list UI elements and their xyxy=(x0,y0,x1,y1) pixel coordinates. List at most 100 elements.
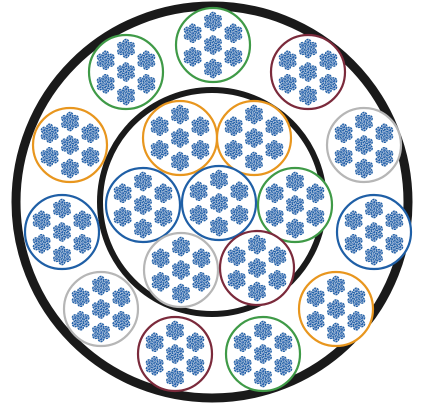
bundle-outer-right-upper xyxy=(327,108,401,182)
bundle-inner-top-right xyxy=(217,101,291,175)
strand xyxy=(286,181,293,188)
strand xyxy=(134,181,141,188)
strand xyxy=(327,285,334,292)
strand xyxy=(285,359,292,366)
strand xyxy=(197,359,204,366)
strand xyxy=(201,208,208,215)
strand xyxy=(245,336,252,343)
strand xyxy=(376,202,383,209)
strand xyxy=(365,232,372,239)
strand xyxy=(72,115,79,122)
strand xyxy=(269,280,276,287)
strand xyxy=(245,359,252,366)
strand xyxy=(286,228,293,235)
strand xyxy=(225,57,232,64)
strand xyxy=(276,143,283,150)
strand xyxy=(103,302,110,309)
strand xyxy=(307,321,314,328)
bundle-inner-mid-left xyxy=(106,168,180,242)
strand xyxy=(202,120,209,127)
strand xyxy=(203,252,210,259)
strand xyxy=(92,309,99,316)
strand xyxy=(376,249,383,256)
strand xyxy=(355,168,362,175)
strand xyxy=(235,50,242,57)
strand xyxy=(82,133,89,140)
strand xyxy=(195,50,202,57)
strand xyxy=(162,143,169,150)
bundle-inner-center xyxy=(182,166,256,240)
strand xyxy=(83,314,90,321)
strand xyxy=(190,191,197,198)
strand xyxy=(299,72,306,79)
strand xyxy=(92,285,99,292)
strand xyxy=(128,65,135,72)
strand xyxy=(269,256,276,263)
strand xyxy=(134,228,141,235)
strand xyxy=(376,157,383,164)
strand xyxy=(234,342,241,349)
strand xyxy=(163,252,170,259)
strand xyxy=(113,321,120,328)
strand xyxy=(335,133,342,140)
strand xyxy=(151,150,158,157)
strand xyxy=(235,27,242,34)
strand xyxy=(146,342,153,349)
strand xyxy=(108,54,115,61)
strand xyxy=(97,84,104,91)
strand xyxy=(318,291,325,298)
strand xyxy=(83,291,90,298)
strand xyxy=(155,193,162,200)
strand xyxy=(97,60,104,67)
strand xyxy=(52,127,59,134)
strand xyxy=(53,208,60,215)
bundle-outer-right-lower xyxy=(299,272,373,346)
strand xyxy=(148,54,155,61)
strand xyxy=(265,371,272,378)
strand xyxy=(245,138,252,145)
strand xyxy=(53,255,60,262)
strand xyxy=(327,332,334,339)
strand xyxy=(239,273,246,280)
strand xyxy=(61,145,68,152)
strand xyxy=(215,15,222,22)
strand xyxy=(44,214,51,221)
strand xyxy=(182,131,189,138)
strand xyxy=(259,238,266,245)
strand xyxy=(346,150,353,157)
strand xyxy=(366,115,373,122)
strand xyxy=(92,332,99,339)
strand xyxy=(259,285,266,292)
strand xyxy=(166,377,173,384)
strand xyxy=(195,27,202,34)
strand xyxy=(358,314,365,321)
strand xyxy=(239,250,246,257)
strand xyxy=(210,226,217,233)
strand xyxy=(266,217,273,224)
strand xyxy=(145,175,152,182)
strand xyxy=(162,120,169,127)
strand xyxy=(330,77,337,84)
strand xyxy=(365,255,372,262)
strand xyxy=(177,324,184,331)
strand xyxy=(103,279,110,286)
bundle-outer-top-left xyxy=(89,35,163,109)
strand xyxy=(215,38,222,45)
strand xyxy=(146,366,153,373)
strand xyxy=(228,280,235,287)
strand xyxy=(202,143,209,150)
strand xyxy=(190,215,197,222)
strand xyxy=(245,161,252,168)
strand xyxy=(108,77,115,84)
strand xyxy=(138,60,145,67)
strand xyxy=(92,127,99,134)
strand xyxy=(123,291,130,298)
strand xyxy=(145,198,152,205)
strand xyxy=(275,366,282,373)
strand xyxy=(338,302,345,309)
strand xyxy=(171,138,178,145)
strand xyxy=(84,237,91,244)
strand xyxy=(165,187,172,194)
strand xyxy=(204,68,211,75)
strand xyxy=(145,222,152,229)
